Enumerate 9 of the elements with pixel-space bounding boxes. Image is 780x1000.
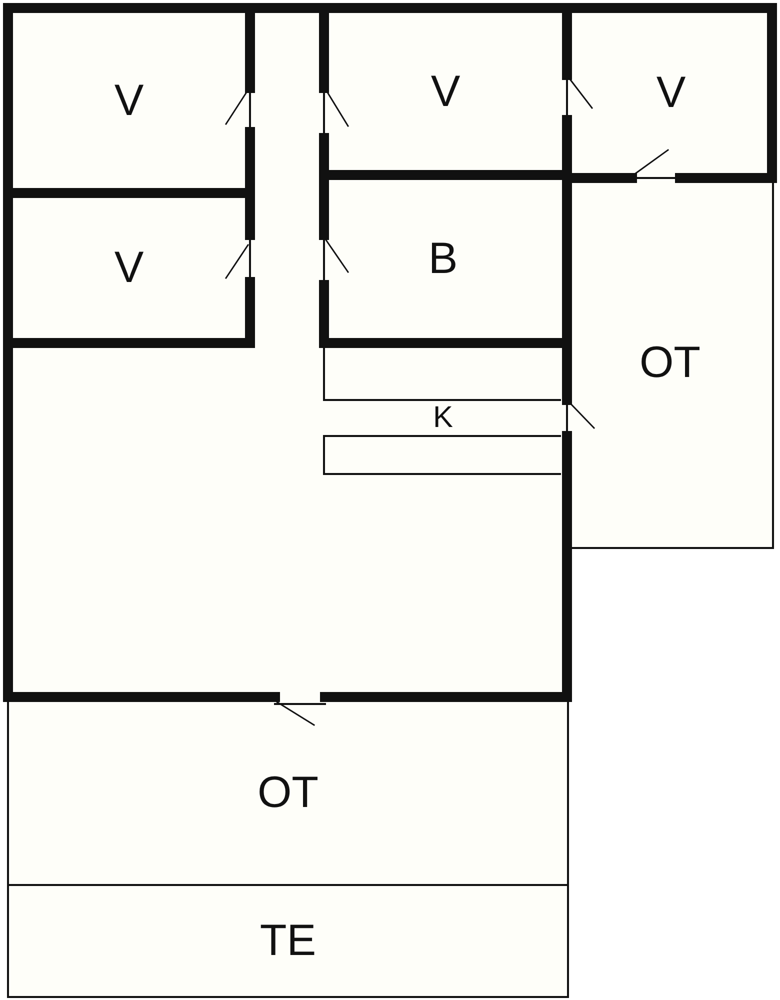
room-label: V	[430, 70, 460, 114]
room-label: V	[114, 78, 144, 122]
room-label: OT	[257, 770, 319, 814]
room-label: B	[428, 237, 458, 281]
room-label: OT	[639, 341, 701, 385]
room-label: TE	[260, 919, 316, 963]
room-label: V	[656, 71, 686, 115]
room-label: K	[432, 403, 453, 433]
room-label: V	[114, 246, 144, 290]
